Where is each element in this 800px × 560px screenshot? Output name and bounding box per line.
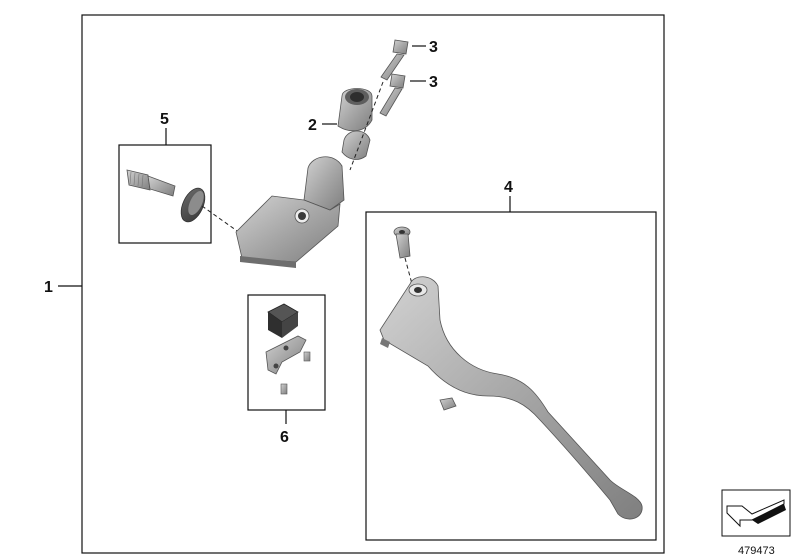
clutch-switch [267, 303, 299, 338]
callout-2: 2 [308, 117, 317, 134]
switch-screw-b [280, 383, 288, 395]
axis-line-bolt [349, 81, 384, 171]
switch-bracket [265, 335, 307, 375]
clutch-lever [379, 276, 643, 520]
callout-3a: 3 [429, 39, 438, 56]
switch-screw-a [303, 351, 311, 362]
callout-6: 6 [280, 429, 289, 446]
bolt-lower [379, 73, 406, 117]
lever-nut [439, 397, 457, 411]
callout-3b: 3 [429, 74, 438, 91]
clamp-cap [337, 88, 373, 160]
diagram-number: 479473 [738, 545, 775, 557]
callout-4: 4 [504, 179, 513, 196]
lever-bracket [235, 156, 345, 268]
axis-line-5 [201, 205, 241, 234]
adjuster-screw [126, 169, 176, 197]
part-5-box [118, 144, 212, 244]
part-4-box [365, 211, 657, 541]
axis-line-pivot [404, 257, 413, 285]
orientation-arrow-icon [726, 499, 786, 528]
bolt-upper [380, 39, 409, 81]
adjuster-wheel [180, 187, 206, 223]
callout-5: 5 [160, 111, 169, 128]
assembly-frame [81, 14, 665, 554]
callout-1: 1 [44, 279, 53, 296]
pivot-bolt [393, 226, 411, 259]
